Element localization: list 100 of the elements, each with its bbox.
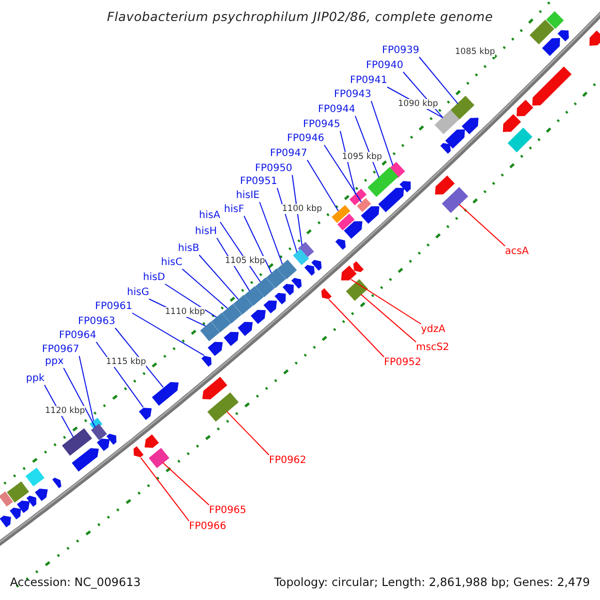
gene-block	[292, 248, 310, 266]
position-label: 1115 kbp	[106, 357, 146, 367]
leader-line	[226, 411, 270, 456]
gene-feature	[52, 478, 62, 488]
gene-block	[337, 214, 355, 230]
gene-block	[356, 198, 372, 212]
leader-line	[78, 356, 94, 422]
gene-block	[450, 96, 474, 120]
gene-feature	[445, 129, 465, 149]
leader-line	[63, 368, 96, 428]
gene-feature	[435, 175, 455, 195]
gene-label: hisD	[143, 272, 166, 284]
gene-feature	[0, 516, 12, 528]
gene-label: FP0965	[209, 505, 246, 517]
gene-block	[530, 20, 554, 44]
gene-label: hisH	[195, 226, 217, 238]
gene-label: FP0943	[334, 89, 372, 101]
gene-block	[332, 205, 350, 223]
gene-feature	[321, 288, 332, 300]
gene-block	[546, 11, 564, 29]
gene-feature	[353, 261, 364, 272]
gene-block	[346, 279, 368, 301]
gene-feature	[201, 356, 212, 367]
gene-label: FP0964	[59, 330, 96, 342]
gene-feature	[542, 38, 560, 56]
gene-label: acsA	[505, 246, 529, 258]
gene-block	[200, 322, 220, 342]
gene-label: mscS2	[416, 342, 450, 354]
gene-label: FP0945	[303, 119, 340, 131]
gene-feature	[106, 434, 116, 445]
gene-label: FP0950	[255, 163, 292, 175]
position-label: 1120 kbp	[45, 406, 86, 416]
gene-block	[222, 304, 242, 324]
gene-block	[255, 277, 275, 298]
gene-block	[244, 286, 264, 306]
leader-line	[114, 328, 164, 388]
gene-feature	[378, 188, 404, 212]
gene-feature	[304, 264, 315, 276]
gene-label: FP0941	[350, 75, 388, 87]
leader-line	[324, 144, 362, 203]
gene-feature	[502, 114, 521, 132]
leader-line	[164, 284, 217, 318]
genome-summary-text: Topology: circular; Length: 2,861,988 bp; Genes: 2,479	[274, 575, 590, 589]
gene-feature	[152, 382, 179, 406]
gene-feature	[263, 300, 277, 314]
gene-block	[349, 188, 367, 206]
gene-block	[26, 468, 44, 486]
leader-line	[140, 457, 190, 522]
gene-feature	[202, 376, 228, 400]
gene-feature	[341, 266, 357, 280]
gene-block	[0, 491, 14, 507]
gene-feature	[558, 30, 569, 42]
gene-block	[207, 392, 239, 422]
gene-feature	[291, 278, 302, 289]
gene-feature	[10, 508, 21, 520]
leader-line	[259, 202, 283, 265]
gene-feature	[274, 292, 286, 304]
gene-feature	[344, 221, 362, 239]
gene-block	[233, 294, 253, 315]
gene-feature	[72, 448, 99, 472]
gene-block	[148, 448, 170, 468]
position-label: 1085 kbp	[455, 47, 496, 57]
gene-feature	[208, 342, 223, 356]
leader-line	[132, 312, 205, 356]
leader-line	[244, 216, 272, 274]
gene-label: FP0940	[366, 60, 404, 72]
leader-line	[182, 268, 228, 309]
leader-line	[292, 174, 303, 246]
gene-label: ppx	[45, 356, 64, 368]
gene-feature	[589, 30, 600, 46]
gene-feature	[134, 446, 144, 458]
gene-feature	[144, 434, 159, 448]
gene-label: FP0939	[382, 45, 420, 57]
gene-block	[6, 481, 30, 503]
gene-block	[62, 428, 92, 456]
gene-feature	[516, 100, 534, 116]
position-label: 1105 kbp	[225, 256, 266, 266]
gene-block	[434, 110, 460, 134]
leader-line	[306, 160, 339, 212]
accession-text: Accession: NC_009613	[10, 575, 141, 589]
gene-block	[277, 260, 297, 280]
leader-line	[370, 100, 394, 166]
gene-label: FP0962	[269, 455, 306, 467]
leader-line	[220, 222, 261, 282]
gene-label: hisF	[224, 204, 244, 216]
gene-block	[211, 312, 231, 332]
gene-feature	[34, 488, 48, 501]
gene-block	[91, 424, 107, 440]
gene-feature	[238, 322, 253, 336]
diagram-title: Flavobacterium psychrophilum JIP02/86, complete genome	[106, 9, 494, 24]
gene-label: hisIE	[236, 190, 260, 202]
gene-feature	[462, 118, 478, 134]
position-label: 1100 kbp	[282, 204, 322, 214]
gene-label: hisA	[199, 210, 220, 222]
gene-label: FP0963	[78, 316, 116, 328]
gene-feature	[16, 500, 30, 513]
gene-feature	[335, 238, 346, 250]
gene-label: FP0967	[42, 344, 80, 356]
gene-feature	[250, 310, 266, 324]
gene-feature	[282, 284, 294, 296]
